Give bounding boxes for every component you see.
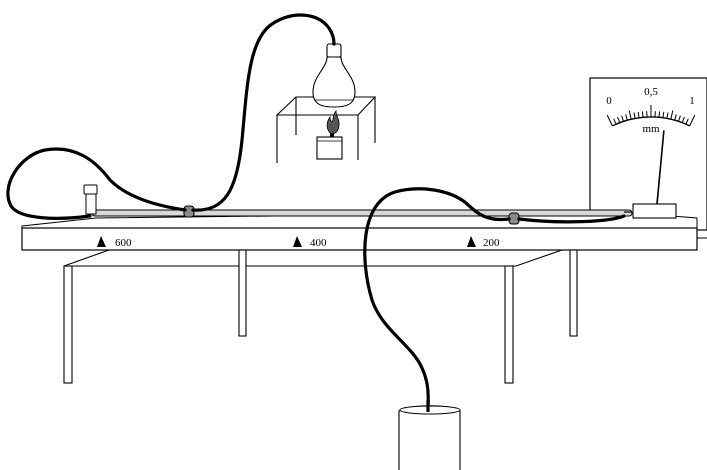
burner-body	[316, 136, 343, 160]
marker-arrow-600	[97, 236, 106, 247]
dial-tick	[685, 118, 689, 125]
tube-end-fixture	[83, 184, 98, 215]
beaker	[398, 400, 461, 470]
dial-tick	[666, 112, 669, 119]
gauge-sensor-block	[632, 203, 677, 219]
hose-left-loop	[6, 147, 187, 220]
dial-tick	[678, 115, 681, 122]
table-leg-front-right	[504, 265, 514, 384]
table-leg-back-left	[238, 249, 247, 337]
dial-label-half: 0,5	[644, 86, 658, 98]
dial-label-0: 0	[606, 95, 612, 107]
dial-tick	[642, 111, 644, 118]
dial-needle	[656, 130, 665, 205]
dial-tick	[681, 116, 685, 123]
dial-tick	[689, 114, 696, 127]
dial-unit-label: mm	[642, 123, 660, 135]
table-top-front	[21, 227, 698, 251]
dial-tick	[662, 111, 665, 118]
dial-tick	[613, 118, 617, 125]
dial-tick	[621, 115, 624, 122]
marker-arrow-200	[467, 236, 476, 247]
flame-icon	[326, 110, 340, 135]
table-frame	[63, 249, 110, 267]
table-frame-rail	[64, 249, 563, 267]
dial-scale-arc	[612, 116, 690, 127]
hose-right-end	[517, 214, 626, 224]
dial-tick	[674, 114, 677, 121]
table-leg-back-right	[569, 249, 578, 337]
dial-tick	[670, 110, 674, 120]
dial-tick	[628, 110, 632, 120]
dial-gauge: 0 0,5 1 mm	[606, 86, 696, 205]
dial-tick	[606, 114, 613, 127]
marker-label-400: 400	[310, 237, 327, 249]
dial-tick	[658, 111, 660, 118]
marker-200: 200	[467, 236, 500, 249]
marker-label-600: 600	[115, 237, 132, 249]
marker-600: 600	[97, 236, 132, 249]
marker-label-200: 200	[483, 237, 500, 249]
marker-arrow-400	[293, 236, 302, 247]
hose-steam-inlet	[191, 13, 336, 212]
metal-tube	[91, 209, 633, 217]
table-leg-front-left	[63, 265, 73, 384]
dial-tick	[617, 116, 621, 123]
burner	[316, 110, 343, 160]
dial-tick	[633, 112, 636, 119]
hose-to-beaker	[363, 187, 511, 414]
dial-tick	[625, 114, 628, 121]
dial-label-1: 1	[689, 95, 695, 107]
dial-tick	[637, 111, 640, 118]
marker-400: 400	[293, 236, 327, 249]
steam-flask	[312, 43, 356, 108]
dial-ticks	[606, 105, 696, 127]
